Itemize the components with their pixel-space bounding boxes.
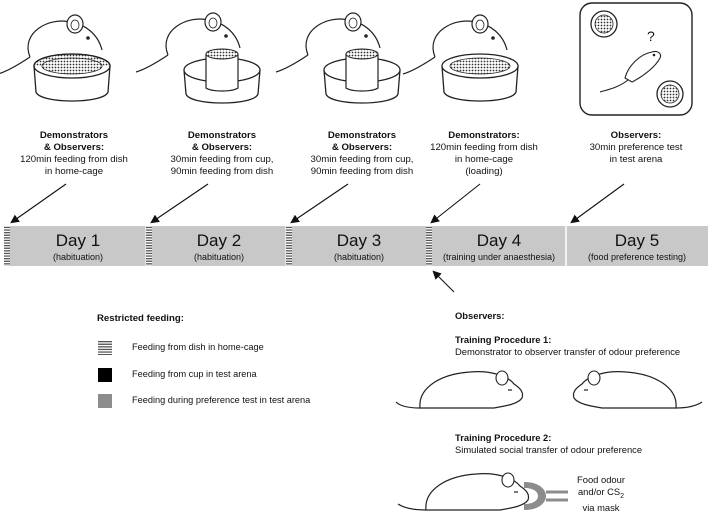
- feeding-marker-day2: [146, 226, 152, 266]
- procedure-1: Training Procedure 1: Demonstrator to ob…: [455, 334, 681, 357]
- arrow-day3: [290, 183, 349, 224]
- timeline-day1: Day 1(habituation): [52, 231, 104, 262]
- rat-dish-illustration-4: [402, 14, 519, 102]
- rat-cup-illustration-3: [275, 12, 401, 104]
- legend-title: Restricted feeding:: [97, 313, 184, 324]
- grey-swatch: [98, 394, 112, 408]
- arrow-day1: [10, 183, 67, 224]
- question-mark: ?: [647, 28, 655, 44]
- test-arena-illustration: [579, 2, 693, 116]
- arrow-day5: [570, 183, 625, 224]
- black-swatch: [98, 368, 112, 382]
- procedure2-illustration: [397, 472, 568, 511]
- feeding-illustrations: [0, 2, 693, 116]
- feeding-marker-day1: [4, 226, 10, 266]
- feeding-marker-day4: [426, 226, 432, 266]
- timeline-day3: Day 3(habituation): [333, 231, 385, 262]
- rat-dish-illustration-1: [0, 14, 111, 102]
- timeline-day2: Day 2(habituation): [193, 231, 245, 262]
- observers-label: Observers:: [455, 310, 505, 321]
- timeline-bar: [4, 226, 708, 266]
- timeline-day5: Day 5(food preference testing): [587, 231, 687, 262]
- striped-swatch: [98, 341, 112, 355]
- arrow-day4: [430, 183, 481, 224]
- mask-shape: [524, 482, 546, 510]
- arrow-observers: [432, 270, 455, 293]
- arrow-day2: [150, 183, 209, 224]
- rat-cup-illustration-2: [135, 12, 261, 104]
- timeline-graphics: [4, 183, 708, 293]
- caption-day2: Demonstrators& Observers: 30min feeding …: [170, 130, 274, 177]
- caption-day3: Demonstrators& Observers: 30min feeding …: [310, 130, 414, 177]
- mask-caption: Food odour and/or CS2 via mask: [577, 474, 625, 513]
- feeding-marker-day3: [286, 226, 292, 266]
- procedure-2: Training Procedure 2: Simulated social t…: [455, 432, 643, 455]
- caption-day1: Demonstrators& Observers: 120min feeding…: [20, 130, 128, 177]
- procedure1-illustration: [395, 370, 703, 409]
- timeline-day4: Day 4(training under anaesthesia): [442, 231, 556, 262]
